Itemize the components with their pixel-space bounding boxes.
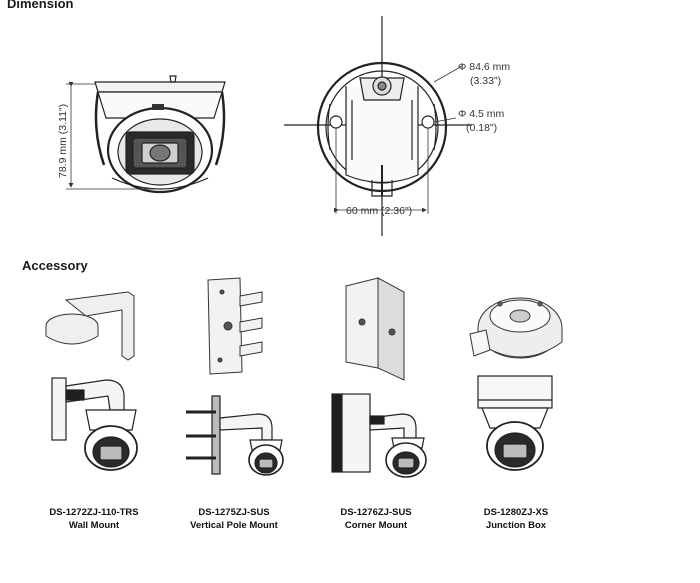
hole-in-label: (0.18") [466, 122, 497, 134]
wall-mount-camera-icon [51, 377, 138, 471]
accessory-caption-junction-box: DS-1280ZJ-XS Junction Box [446, 506, 586, 532]
pole-mount-camera-icon [186, 395, 284, 476]
pole-mount-plate-icon [207, 277, 263, 375]
accessory-model: DS-1272ZJ-110-TRS [49, 507, 139, 518]
accessory-model: DS-1280ZJ-XS [483, 507, 549, 518]
accessory-caption-wall-mount: DS-1272ZJ-110-TRS Wall Mount [24, 506, 164, 532]
accessory-caption-pole-mount: DS-1275ZJ-SUS Vertical Pole Mount [164, 506, 304, 532]
height-dimension [66, 82, 160, 190]
accessory-caption-corner-mount: DS-1276ZJ-SUS Corner Mount [306, 506, 446, 532]
camera-base-view [284, 16, 472, 236]
corner-mount-plate-icon [345, 277, 405, 381]
wall-mount-bracket-icon [45, 291, 135, 361]
diameter-mm-label: Φ 84.6 mm [458, 61, 510, 73]
accessory-model: DS-1276ZJ-SUS [340, 507, 412, 518]
accessory-name: Corner Mount [344, 520, 408, 531]
base-dimension-lines [334, 65, 463, 214]
accessory-name: Junction Box [485, 520, 547, 531]
accessory-heading: Accessory [22, 258, 88, 273]
accessory-model: DS-1275ZJ-SUS [198, 507, 270, 518]
hole-mm-label: Φ 4.5 mm [458, 108, 505, 120]
spacing-label: 60 mm (2.36") [346, 205, 412, 217]
accessory-name: Wall Mount [68, 520, 120, 531]
junction-box-camera-icon [477, 375, 553, 471]
height-label: 78.9 mm (3.11") [57, 104, 69, 178]
accessory-name: Vertical Pole Mount [190, 520, 278, 531]
diameter-in-label: (3.33") [470, 75, 501, 87]
junction-box-icon [469, 297, 563, 359]
camera-side-view [94, 75, 226, 194]
corner-mount-camera-icon [331, 393, 427, 478]
dimension-heading: Dimension [7, 0, 74, 11]
